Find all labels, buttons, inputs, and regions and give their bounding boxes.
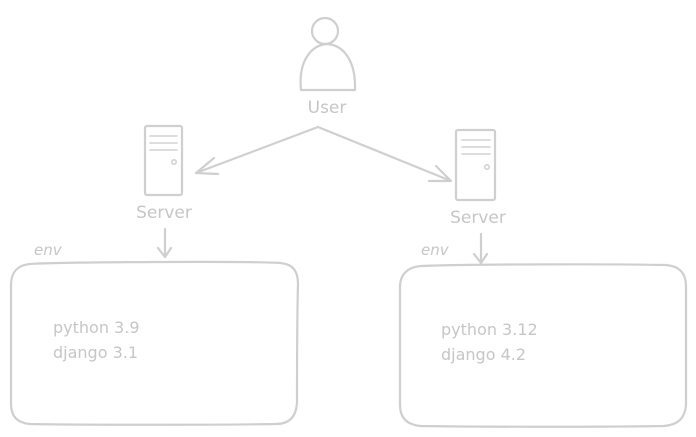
env-box-left (9, 260, 300, 426)
env-left-label: env (34, 241, 63, 259)
env-left-line-2: django 3.1 (53, 343, 138, 362)
server-left-label: Server (136, 203, 192, 223)
arrow-server-right-to-env (472, 232, 489, 265)
env-left-line-1: python 3.9 (53, 318, 140, 337)
user-icon (299, 16, 357, 92)
server-right-label: Server (450, 208, 506, 228)
env-right-line-2: django 4.2 (441, 345, 526, 364)
server-icon (454, 128, 497, 202)
env-right-label: env (421, 241, 450, 259)
arrow-server-left-to-env (156, 227, 173, 259)
user-label: User (308, 98, 347, 118)
env-right-line-1: python 3.12 (441, 320, 538, 339)
arrow-user-to-server-left (194, 125, 320, 176)
server-icon (143, 124, 184, 197)
env-box-right (398, 263, 688, 428)
arrow-user-to-server-right (316, 125, 453, 183)
